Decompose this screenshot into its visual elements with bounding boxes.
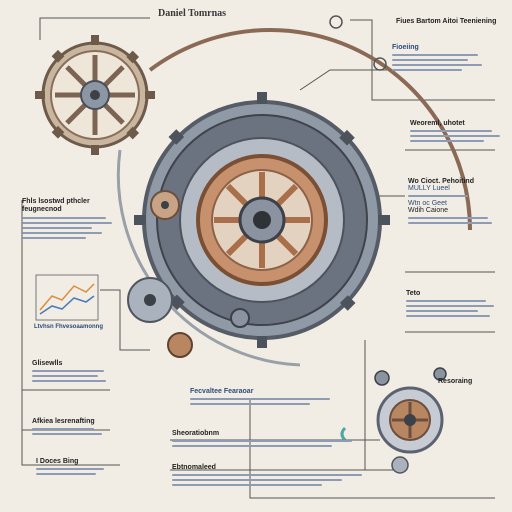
center-bottom-heading-3: Ebtnomaleed — [172, 464, 216, 471]
left-mid-heading: Glisewlls — [32, 360, 63, 367]
text-block-right-lower: Teto — [406, 290, 498, 320]
right-bottom-label: Resoraing — [438, 378, 473, 385]
right-lower-heading: Teto — [406, 290, 421, 297]
gear-top-left — [35, 35, 155, 155]
right-mid2-sub3: Wdih Caione — [408, 207, 449, 214]
left-top-heading: Fhls lsostwd pthcler feugnecnod — [22, 198, 90, 213]
right-mid2-sub1: MULLY Lueel — [408, 185, 450, 192]
left-bottom-heading: I Doces Bing — [36, 458, 79, 465]
gear-cluster-left — [127, 190, 250, 358]
text-block-right-mid2: Wo Cioct. Pehoitind MULLY Lueel Wtn oc G… — [408, 178, 498, 227]
text-block-left-bottom: I Doces Bing — [36, 458, 116, 478]
right-mid-heading: Weoreml, uhotet — [410, 120, 465, 127]
text-block-center-bottom-2: Sheoratiobnm — [172, 430, 372, 450]
left-lower-heading: Afkiea lesrenafting — [32, 418, 95, 425]
circle-bullet-icon — [373, 57, 387, 71]
text-block-center-bottom-3: Ebtnomaleed — [172, 464, 372, 489]
connector-lines — [21, 17, 495, 499]
right-mid2-heading: Wo Cioct. Pehoitind — [408, 178, 474, 185]
right-mid2-sub2: Wtn oc Geet — [408, 200, 447, 207]
left-chart-label: Ltvhsn Fhvesoaamonng — [34, 324, 104, 330]
text-block-top-right: Fioeiing — [392, 44, 492, 74]
arc-band-top — [148, 28, 472, 231]
top-right-heading: Fioeiing — [392, 44, 419, 51]
gear-icon — [329, 15, 343, 29]
text-block-left-lower: Afkiea lesrenafting — [32, 418, 112, 438]
gear-center — [134, 92, 390, 348]
top-right-title: Fiues Bartom Aitoi Teeniening — [396, 18, 497, 25]
teal-accent — [340, 426, 347, 442]
center-bottom-heading-1: Fecvaltee Fearaoar — [190, 388, 254, 395]
center-bottom-heading-2: Sheoratiobnm — [172, 430, 220, 437]
text-block-right-mid: Weoreml, uhotet — [410, 120, 500, 145]
text-block-center-bottom-1: Fecvaltee Fearaoar — [190, 388, 340, 408]
gear-bottom-right — [374, 367, 447, 474]
page-title: Daniel Tomrnas — [158, 8, 227, 19]
left-mini-chart — [35, 274, 99, 321]
text-block-left-mid: Glisewlls — [32, 360, 112, 385]
text-block-left-top: Fhls lsostwd pthcler feugnecnod — [22, 198, 114, 242]
